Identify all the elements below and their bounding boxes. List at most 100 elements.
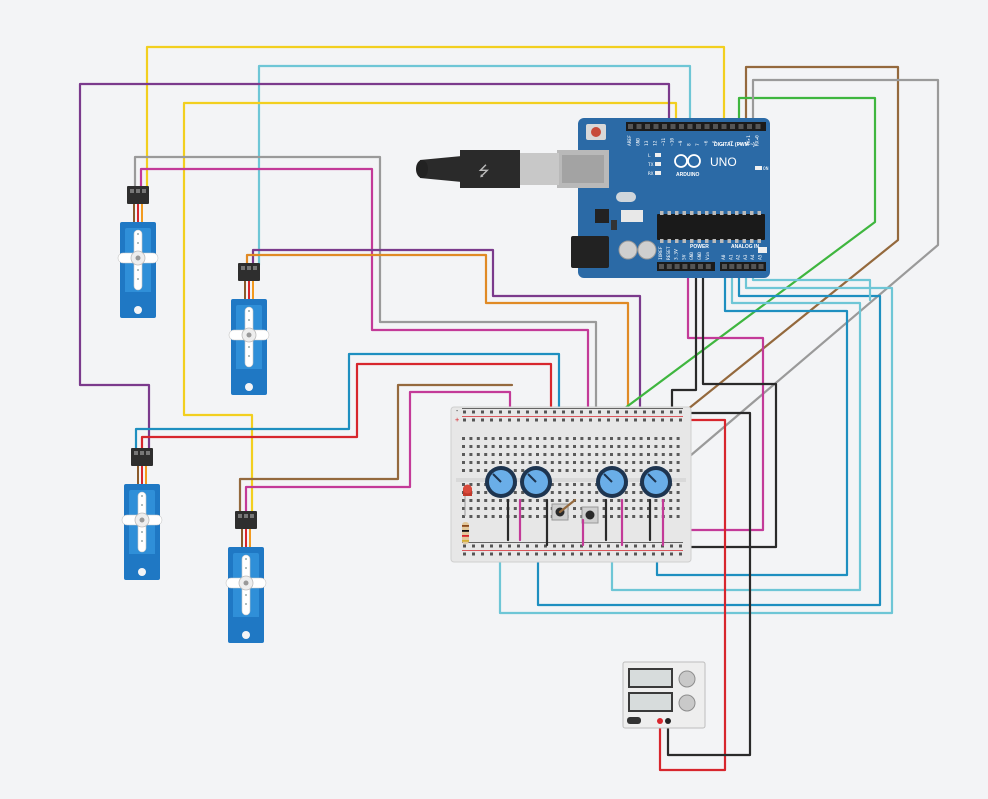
breadboard-hole[interactable]: [565, 445, 569, 448]
rail-hole[interactable]: [625, 552, 628, 556]
breadboard-hole[interactable]: [632, 507, 636, 510]
rail-hole[interactable]: [652, 544, 655, 548]
breadboard-hole[interactable]: [462, 437, 465, 440]
rail-hole[interactable]: [481, 410, 484, 414]
breadboard-hole[interactable]: [469, 499, 473, 502]
analog-header-pin[interactable]: [758, 264, 764, 269]
rail-hole[interactable]: [562, 544, 565, 548]
breadboard-hole[interactable]: [676, 515, 680, 518]
breadboard-hole[interactable]: [521, 461, 525, 464]
rail-hole[interactable]: [517, 418, 520, 422]
digital-header-pin[interactable]: [730, 124, 735, 129]
rail-hole[interactable]: [517, 410, 520, 414]
breadboard-hole[interactable]: [617, 515, 621, 518]
breadboard-hole[interactable]: [469, 515, 473, 518]
breadboard-hole[interactable]: [587, 469, 591, 472]
breadboard-hole[interactable]: [550, 437, 554, 440]
breadboard-hole[interactable]: [587, 491, 591, 494]
power-header-pin[interactable]: [674, 264, 680, 269]
breadboard-hole[interactable]: [573, 491, 576, 494]
breadboard-hole[interactable]: [536, 461, 539, 464]
wire-purple-servo3-signal[interactable]: [78, 82, 671, 452]
voltage-knob[interactable]: [678, 670, 696, 688]
breadboard-hole[interactable]: [558, 445, 562, 448]
rail-hole[interactable]: [562, 418, 565, 422]
digital-header-pin[interactable]: [636, 124, 642, 129]
rail-hole[interactable]: [490, 410, 493, 414]
breadboard-hole[interactable]: [469, 445, 473, 448]
breadboard-hole[interactable]: [610, 499, 613, 502]
digital-header-pin[interactable]: [696, 124, 701, 129]
wire-red-psu-plus[interactable]: [658, 418, 727, 772]
rail-hole[interactable]: [508, 552, 511, 556]
breadboard-hole[interactable]: [624, 499, 628, 502]
potentiometer-4[interactable]: [640, 466, 672, 498]
rail-hole[interactable]: [499, 552, 502, 556]
breadboard-hole[interactable]: [484, 437, 488, 440]
rail-hole[interactable]: [607, 552, 610, 556]
analog-header-pin[interactable]: [722, 264, 727, 269]
breadboard-hole[interactable]: [476, 507, 480, 510]
breadboard-hole[interactable]: [580, 491, 584, 494]
rail-hole[interactable]: [643, 552, 646, 556]
rail-hole[interactable]: [598, 410, 601, 414]
rail-hole[interactable]: [535, 544, 538, 548]
breadboard-hole[interactable]: [610, 437, 613, 440]
breadboard-hole[interactable]: [661, 437, 665, 440]
rail-hole[interactable]: [580, 418, 583, 422]
rail-hole[interactable]: [562, 552, 565, 556]
breadboard-hole[interactable]: [491, 507, 495, 510]
rail-hole[interactable]: [553, 544, 556, 548]
negative-terminal[interactable]: [665, 718, 671, 724]
analog-header-pin[interactable]: [743, 264, 749, 269]
breadboard-hole[interactable]: [654, 507, 658, 510]
breadboard-hole[interactable]: [491, 437, 495, 440]
breadboard-hole[interactable]: [462, 507, 465, 510]
breadboard-hole[interactable]: [595, 437, 599, 440]
rail-hole[interactable]: [616, 410, 619, 414]
rail-hole[interactable]: [490, 544, 493, 548]
breadboard-hole[interactable]: [580, 445, 584, 448]
breadboard-hole[interactable]: [550, 499, 554, 502]
rail-hole[interactable]: [589, 418, 592, 422]
breadboard-hole[interactable]: [469, 483, 473, 486]
breadboard-hole[interactable]: [647, 445, 650, 448]
rail-hole[interactable]: [598, 552, 601, 556]
rail-hole[interactable]: [661, 552, 664, 556]
breadboard-hole[interactable]: [632, 453, 636, 456]
breadboard-hole[interactable]: [528, 515, 532, 518]
rail-hole[interactable]: [553, 410, 556, 414]
breadboard-hole[interactable]: [580, 499, 584, 502]
rail-hole[interactable]: [652, 418, 655, 422]
breadboard-hole[interactable]: [543, 453, 547, 456]
breadboard-hole[interactable]: [528, 437, 532, 440]
breadboard-hole[interactable]: [595, 499, 599, 502]
breadboard-hole[interactable]: [639, 445, 643, 448]
digital-header-pin[interactable]: [628, 124, 633, 129]
usb-cable[interactable]: ⭍: [416, 150, 559, 188]
breadboard-hole[interactable]: [462, 445, 465, 448]
breadboard-hole[interactable]: [558, 483, 562, 486]
rail-hole[interactable]: [544, 552, 547, 556]
rail-hole[interactable]: [643, 418, 646, 422]
breadboard-hole[interactable]: [602, 499, 606, 502]
breadboard-hole[interactable]: [580, 469, 584, 472]
breadboard-hole[interactable]: [484, 445, 488, 448]
breadboard-hole[interactable]: [499, 461, 502, 464]
resistor[interactable]: [462, 522, 469, 544]
breadboard-hole[interactable]: [587, 499, 591, 502]
current-knob[interactable]: [678, 694, 696, 712]
rail-hole[interactable]: [679, 410, 682, 414]
wire-blue-a2[interactable]: [536, 268, 882, 607]
breadboard-hole[interactable]: [499, 507, 502, 510]
breadboard-hole[interactable]: [669, 515, 673, 518]
breadboard-hole[interactable]: [484, 453, 488, 456]
breadboard-hole[interactable]: [550, 469, 554, 472]
button-cap[interactable]: [585, 510, 595, 520]
red-led[interactable]: [463, 484, 472, 517]
breadboard-hole[interactable]: [536, 499, 539, 502]
breadboard-hole[interactable]: [543, 515, 547, 518]
reset-button[interactable]: [591, 127, 601, 137]
breadboard-hole[interactable]: [469, 461, 473, 464]
breadboard-hole[interactable]: [624, 491, 628, 494]
